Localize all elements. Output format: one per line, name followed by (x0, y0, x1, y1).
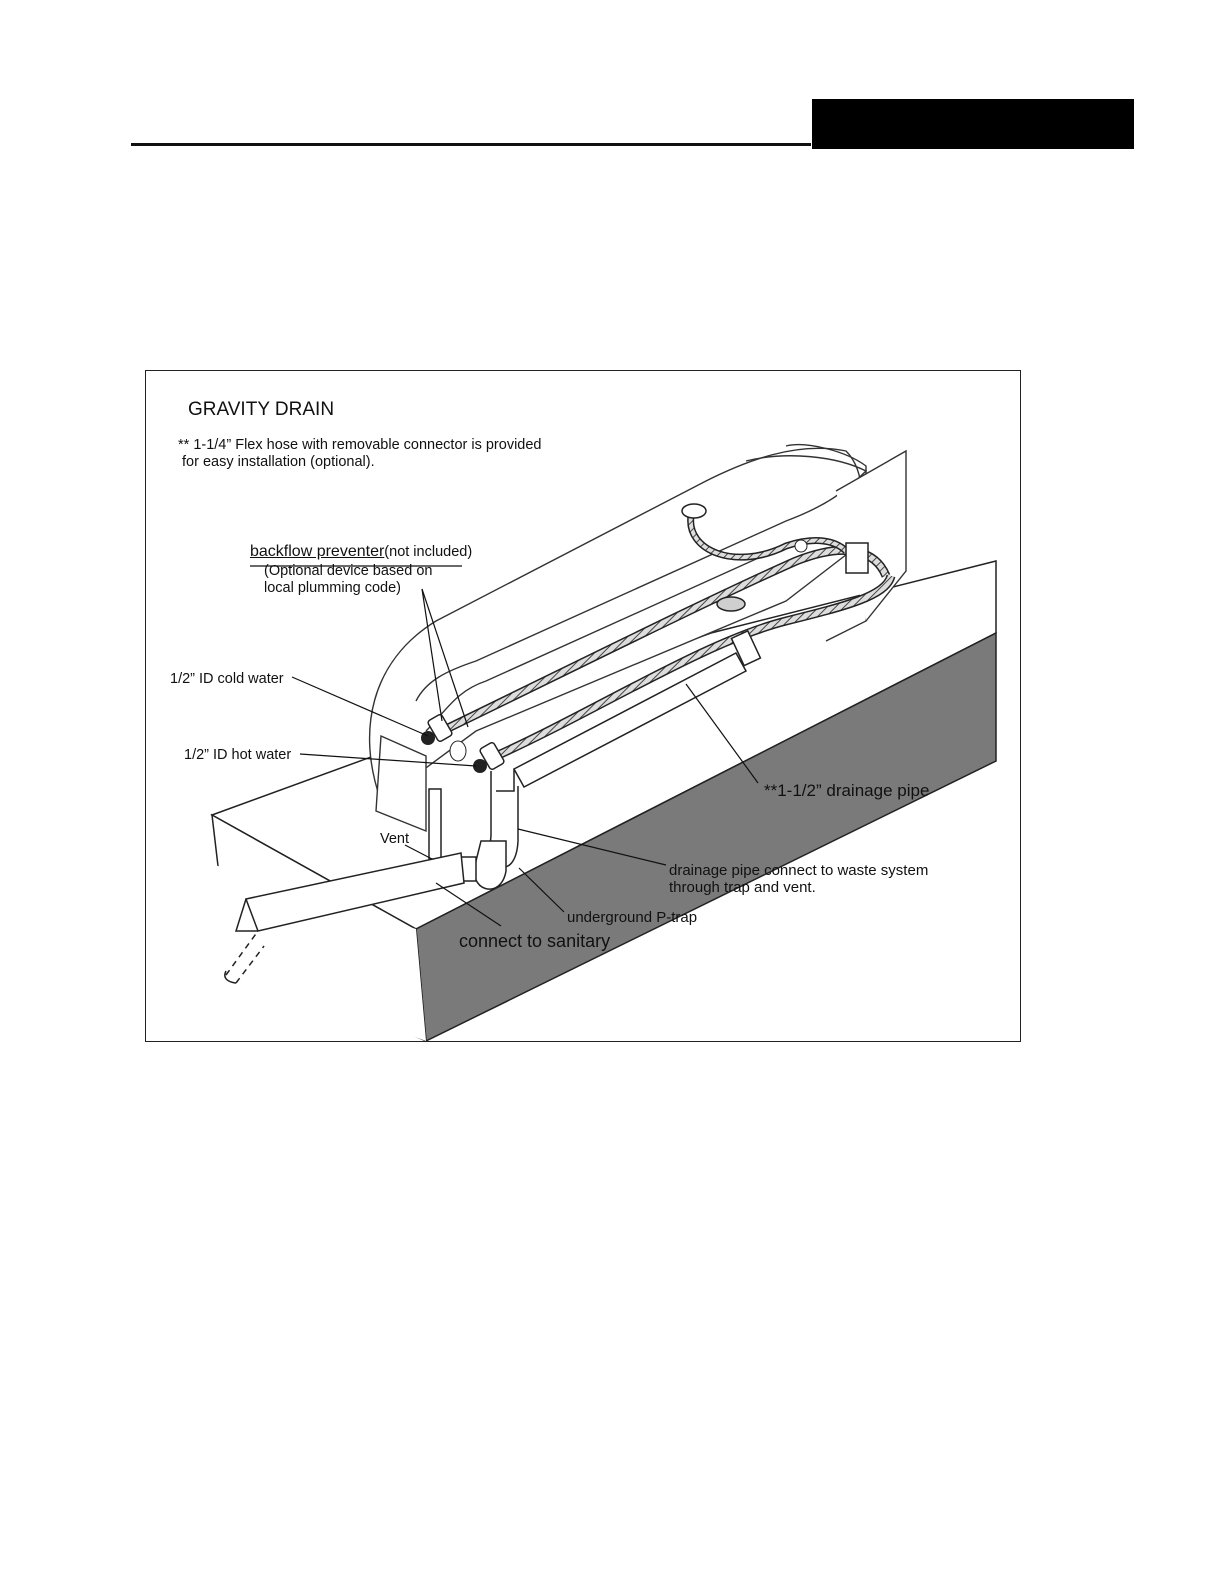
hot-water-label: 1/2” ID hot water (184, 747, 292, 763)
header-rule (131, 143, 811, 146)
header-block (812, 99, 1134, 149)
plumbing-illustration (196, 444, 997, 1041)
p-trap-and-vent (224, 788, 507, 984)
diverter-valve (681, 503, 869, 574)
p-trap-label: underground P-trap (567, 909, 698, 926)
backflow-preventer-name: backflow preventer (250, 543, 385, 560)
backflow-note: (Optional device based on local plumming… (264, 563, 432, 596)
waste-system-note-line1: drainage pipe connect to waste system (669, 862, 929, 879)
diagram-title: GRAVITY DRAIN (188, 399, 335, 420)
leader-lines (250, 565, 759, 927)
backflow-preventer-label: backflow preventer(not included) (250, 543, 472, 561)
cold-water-label: 1/2” ID cold water (170, 671, 284, 687)
sanitary-label: connect to sanitary (459, 931, 611, 951)
backflow-note-line1: (Optional device based on (264, 563, 433, 579)
waste-system-note-line2: through trap and vent. (669, 879, 816, 897)
backflow-note-line2: local plumming code) (264, 579, 402, 596)
backflow-not-included: (not included) (384, 544, 473, 560)
waste-system-note: drainage pipe connect to waste system th… (669, 862, 928, 897)
drainage-pipe-label: **1-1/2” drainage pipe (764, 781, 930, 800)
vent-label: Vent (380, 831, 410, 847)
flex-hose-note-line2: for easy installation (optional). (182, 453, 375, 470)
flex-hose-note-line1: ** 1-1/4” Flex hose with removable conne… (178, 437, 542, 453)
flex-hose-note: ** 1-1/4” Flex hose with removable conne… (178, 437, 541, 470)
gravity-drain-figure: GRAVITY DRAIN ** 1-1/4” Flex hose with r… (145, 370, 1021, 1042)
